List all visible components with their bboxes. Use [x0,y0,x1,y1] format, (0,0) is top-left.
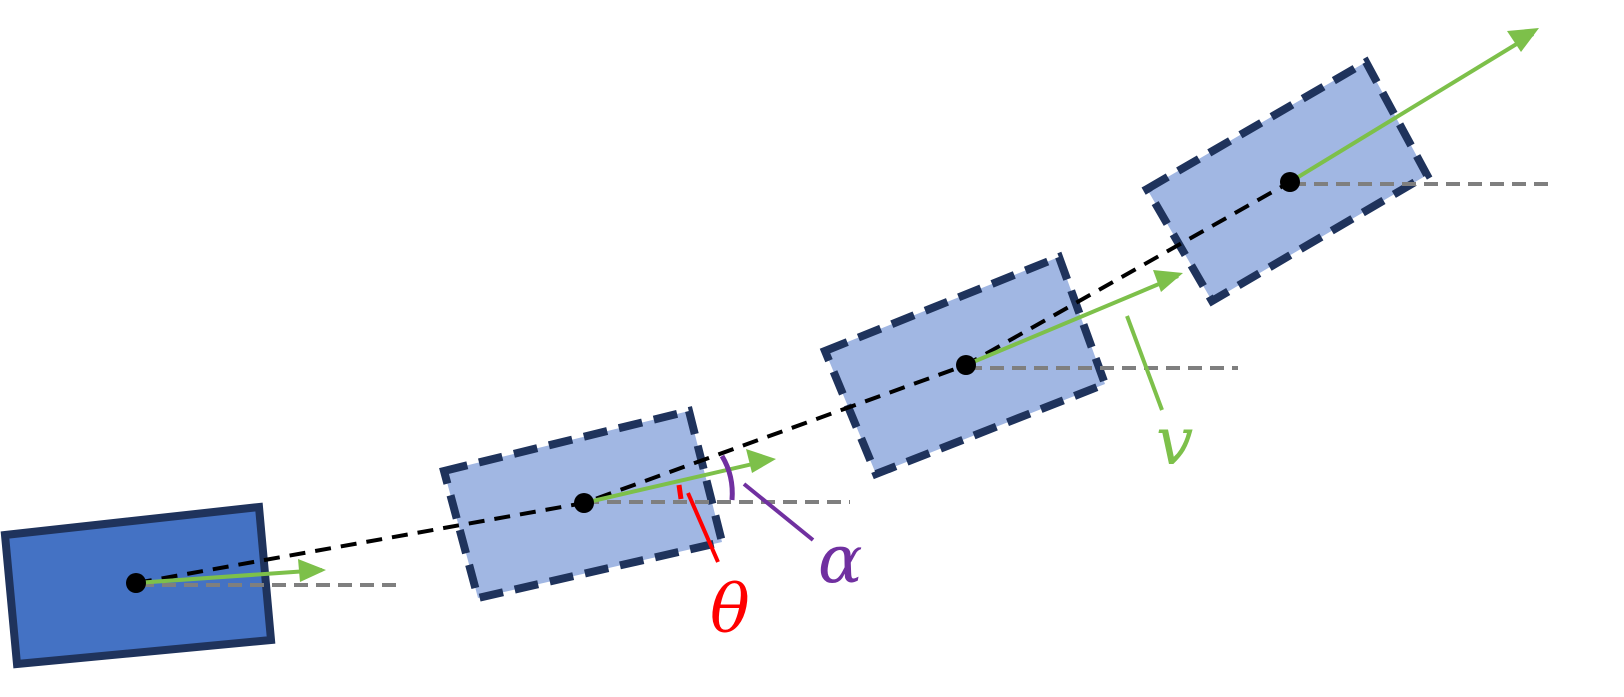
velocity-label: v [1156,403,1193,480]
velocity-leader-line [1125,315,1164,411]
trajectory-path [135,180,1291,585]
velocity-arrow [135,568,323,585]
theta-leader-line [686,492,720,563]
reference-lines [140,182,1555,587]
velocity-arrow [583,458,771,505]
velocity-arrowhead [298,559,326,582]
alpha-marker [719,454,815,542]
velocity-arrowhead [746,449,776,473]
alpha-leader-line [742,482,815,542]
center-point [574,493,594,513]
center-points [126,172,1300,593]
velocity-arrow [965,274,1179,367]
theta-arc [676,484,684,500]
velocity-arrow [1288,32,1535,184]
theta-label: θ [710,571,750,648]
center-point [1280,172,1300,192]
velocity-arrowhead [1507,28,1539,52]
alpha-arc [719,454,735,501]
theta-marker [676,484,720,563]
center-point [126,573,146,593]
alpha-label: α [818,521,863,598]
velocity-arrowhead [1153,270,1183,292]
velocity-arrows [135,28,1539,585]
center-point [956,355,976,375]
